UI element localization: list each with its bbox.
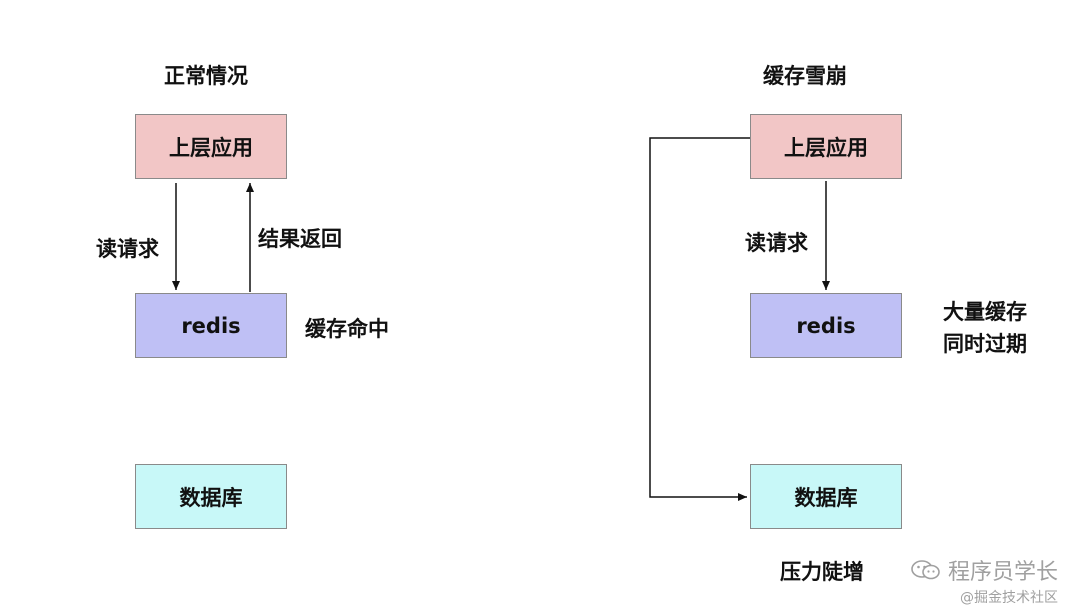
right-read-request-label: 读请求 xyxy=(745,231,808,255)
left-title: 正常情况 xyxy=(164,64,248,88)
left-database-box: 数据库 xyxy=(135,464,287,529)
left-result-return-label: 结果返回 xyxy=(258,227,342,251)
right-app-box: 上层应用 xyxy=(750,114,902,179)
watermark: 程序员学长 @掘金技术社区 xyxy=(910,554,1058,607)
right-expiry-note: 大量缓存 同时过期 xyxy=(943,296,1027,360)
pressure-surge-label: 压力陡增 xyxy=(780,560,864,584)
wechat-icon xyxy=(911,560,940,580)
left-app-box: 上层应用 xyxy=(135,114,287,179)
expiry-note-line2: 同时过期 xyxy=(943,332,1027,356)
right-redis-box: redis xyxy=(750,293,902,358)
left-cache-hit-label: 缓存命中 xyxy=(305,317,389,341)
right-title: 缓存雪崩 xyxy=(763,64,847,88)
right-bypass-arrow xyxy=(649,137,750,501)
left-read-request-label: 读请求 xyxy=(96,237,159,261)
right-database-box: 数据库 xyxy=(750,464,902,529)
watermark-sub-text: @掘金技术社区 xyxy=(960,590,1058,606)
watermark-main-text: 程序员学长 xyxy=(947,560,1058,585)
expiry-note-line1: 大量缓存 xyxy=(943,300,1027,324)
left-redis-box: redis xyxy=(135,293,287,358)
